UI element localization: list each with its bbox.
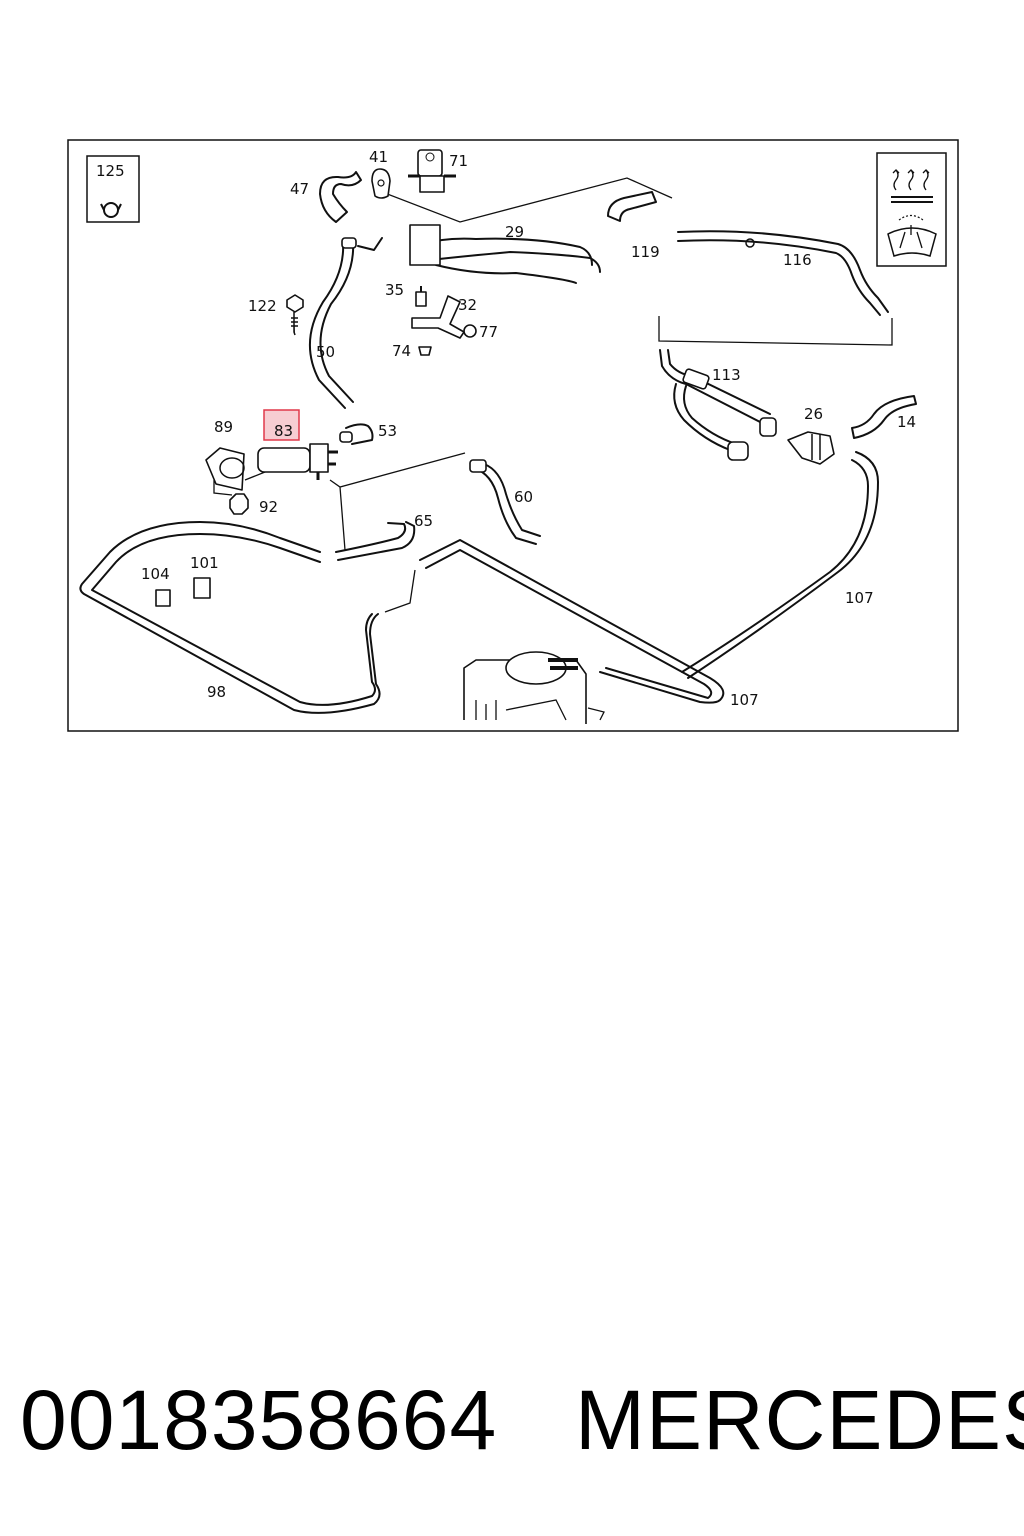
part-89-bracket[interactable] <box>205 447 245 491</box>
highlight-box-83 <box>263 409 300 441</box>
callout-116[interactable]: 116 <box>783 251 812 269</box>
part-113-pipe[interactable] <box>659 349 777 461</box>
callout-71[interactable]: 71 <box>449 152 468 170</box>
part-35-sensor[interactable] <box>415 286 427 307</box>
part-104-clip[interactable] <box>155 589 171 607</box>
callout-14[interactable]: 14 <box>897 413 916 431</box>
callout-107-top[interactable]: 107 <box>845 589 874 607</box>
clamp-icon <box>100 202 122 218</box>
callout-32[interactable]: 32 <box>458 296 477 314</box>
callout-74[interactable]: 74 <box>392 342 411 360</box>
part-29-pipes[interactable] <box>415 237 601 284</box>
callout-113[interactable]: 113 <box>712 366 741 384</box>
part-101-clip[interactable] <box>193 577 211 599</box>
diagram-frame <box>67 139 959 732</box>
callout-41[interactable]: 41 <box>369 148 388 166</box>
part-92-bolt[interactable] <box>229 493 249 515</box>
callout-101[interactable]: 101 <box>190 554 219 572</box>
part-47-hose[interactable] <box>319 171 362 223</box>
coolant-reservoir <box>463 651 605 724</box>
callout-53[interactable]: 53 <box>378 422 397 440</box>
callout-107-bottom[interactable]: 107 <box>730 691 759 709</box>
callout-65[interactable]: 65 <box>414 512 433 530</box>
callout-98[interactable]: 98 <box>207 683 226 701</box>
callout-35[interactable]: 35 <box>385 281 404 299</box>
parts-diagram: 125 47 41 71 <box>67 139 959 732</box>
brand-name: MERCEDES <box>575 1373 1024 1467</box>
callout-92[interactable]: 92 <box>259 498 278 516</box>
callout-50[interactable]: 50 <box>316 343 335 361</box>
callout-125[interactable]: 125 <box>96 162 125 180</box>
part-74-grommet[interactable] <box>418 346 432 356</box>
callout-47[interactable]: 47 <box>290 180 309 198</box>
part-71-valve[interactable] <box>408 149 456 193</box>
part-50-hose[interactable] <box>309 241 355 409</box>
heater-icon-box <box>876 152 947 267</box>
part-77-nut[interactable] <box>463 324 477 338</box>
part-number: 0018358664 <box>20 1373 498 1467</box>
part-14-hose[interactable] <box>851 395 917 439</box>
footer: 0018358664 MERCEDES <box>0 1370 1024 1480</box>
callout-104[interactable]: 104 <box>141 565 170 583</box>
part-53-hose[interactable] <box>345 423 374 445</box>
heater-defrost-icon <box>891 169 933 203</box>
part-107-pipe[interactable] <box>419 539 725 704</box>
part-26-connector[interactable] <box>787 431 835 465</box>
callout-83[interactable]: 83 <box>274 422 293 440</box>
part-32-bracket[interactable] <box>411 295 465 339</box>
part-60-hose[interactable] <box>473 463 541 545</box>
windshield-icon <box>887 214 937 257</box>
part-83-pump[interactable] <box>257 443 338 480</box>
callout-89[interactable]: 89 <box>214 418 233 436</box>
callout-77[interactable]: 77 <box>479 323 498 341</box>
callout-119[interactable]: 119 <box>631 243 660 261</box>
part-122-screw[interactable] <box>286 294 304 336</box>
callout-26[interactable]: 26 <box>804 405 823 423</box>
callout-29[interactable]: 29 <box>505 223 524 241</box>
callout-60[interactable]: 60 <box>514 488 533 506</box>
callout-122[interactable]: 122 <box>248 297 277 315</box>
part-107-pipe-long[interactable] <box>681 451 879 679</box>
part-125-box <box>86 155 140 223</box>
part-65-hose[interactable] <box>335 521 416 561</box>
part-119-hose[interactable] <box>607 191 657 222</box>
part-41-gasket[interactable] <box>371 168 391 199</box>
part-98-hose[interactable] <box>79 521 381 714</box>
part-116-pipe[interactable] <box>677 230 889 313</box>
